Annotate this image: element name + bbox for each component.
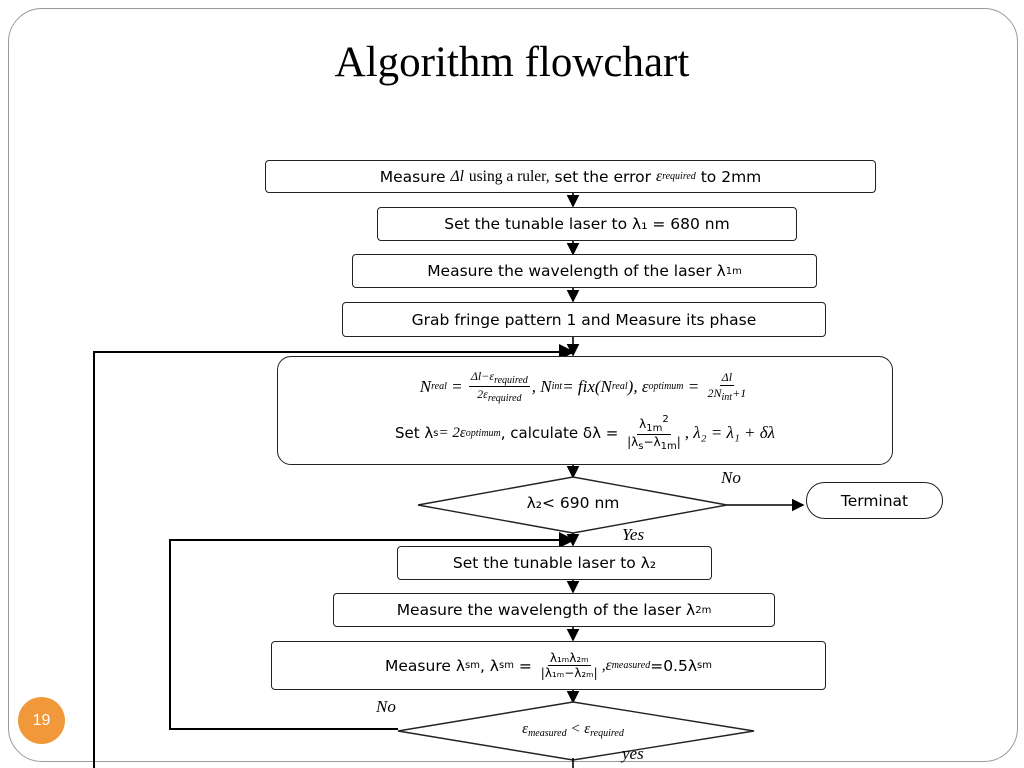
loop-back-inner <box>169 532 575 730</box>
label-no-1: No <box>721 468 741 487</box>
label-yes-1: Yes <box>622 525 645 544</box>
step-grab-fringe: Grab fringe pattern 1 and Measure its ph… <box>342 302 826 337</box>
frac-lsm: λ₁ₘλ₂ₘ|λ₁ₘ−λ₂ₘ| <box>540 651 598 680</box>
frac-delta-lambda: λ1m2|λs−λ1m| <box>627 414 681 452</box>
decision1-text: λ₂< 690 nm <box>526 494 620 512</box>
step-set-laser-l1: Set the tunable laser to λ₁ = 680 nm <box>377 207 797 241</box>
step-measure-length: Measure Δl using a ruler, set the error … <box>265 160 876 193</box>
decision2-text: εmeasured < εrequired <box>522 721 624 739</box>
step-set-laser-l2: Set the tunable laser to λ₂ <box>397 546 712 580</box>
label-no-2: No <box>376 697 396 716</box>
terminate-node: Terminat <box>806 482 943 519</box>
decision2-diamond <box>397 701 755 761</box>
slide-title: Algorithm flowchart <box>334 39 690 86</box>
page-number-badge: 19 <box>18 697 65 744</box>
loop-back-outer <box>93 344 575 768</box>
label-yes-2: yes <box>622 744 644 763</box>
